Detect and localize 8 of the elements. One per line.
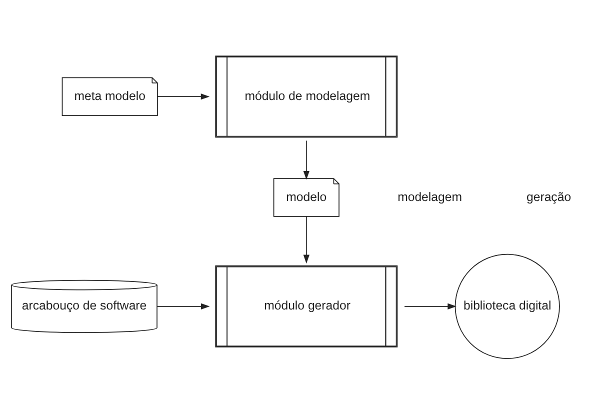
label: modelagem <box>398 189 462 204</box>
label: geração <box>526 189 572 204</box>
arrow <box>303 140 310 180</box>
arrow <box>157 93 210 100</box>
node-circle: biblioteca digital <box>454 253 560 358</box>
arrow <box>303 216 310 264</box>
arrow <box>156 302 210 309</box>
arrow <box>404 302 456 309</box>
